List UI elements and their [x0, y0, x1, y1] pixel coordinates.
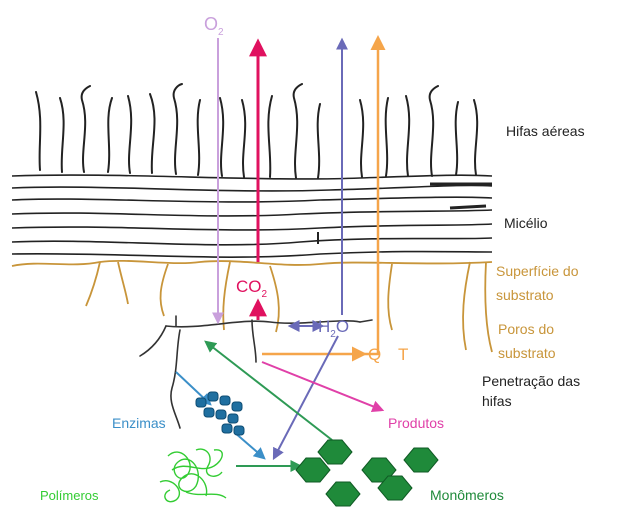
aerial-hyphae-label: Hifas aéreas: [506, 123, 585, 139]
products-arrow: [262, 362, 382, 410]
substrate-surface-label: Superfície do: [496, 263, 579, 279]
enzyme-molecules: [196, 392, 244, 435]
monomer-hexagons: [296, 440, 438, 506]
substrate-pores-label-2: substrato: [498, 345, 556, 361]
substrate-surface: [12, 261, 492, 352]
enzymes-label: Enzimas: [112, 415, 166, 431]
heat-q-label: Q: [368, 345, 381, 364]
heat-outflow-arrow: [360, 38, 378, 354]
co2-inner-label: CO2: [236, 277, 268, 300]
enzyme-action-arrow: [234, 432, 264, 458]
substrate-pores-label: Poros do: [498, 321, 554, 337]
mycelium-layers: [12, 175, 492, 257]
temperature-t-label: T: [398, 345, 408, 364]
hyphae-penetration-label: Penetração das: [482, 373, 580, 389]
monomers-label: Monômeros: [430, 487, 504, 503]
mycelium-label: Micélio: [504, 215, 548, 231]
hyphae-penetration-label-2: hifas: [482, 393, 512, 409]
products-label: Produtos: [388, 415, 444, 431]
polymer-tangle: [160, 449, 226, 502]
polymers-label: Polímeros: [40, 488, 99, 503]
o2-label: O2: [204, 14, 224, 38]
substrate-surface-label-2: substrato: [496, 287, 554, 303]
